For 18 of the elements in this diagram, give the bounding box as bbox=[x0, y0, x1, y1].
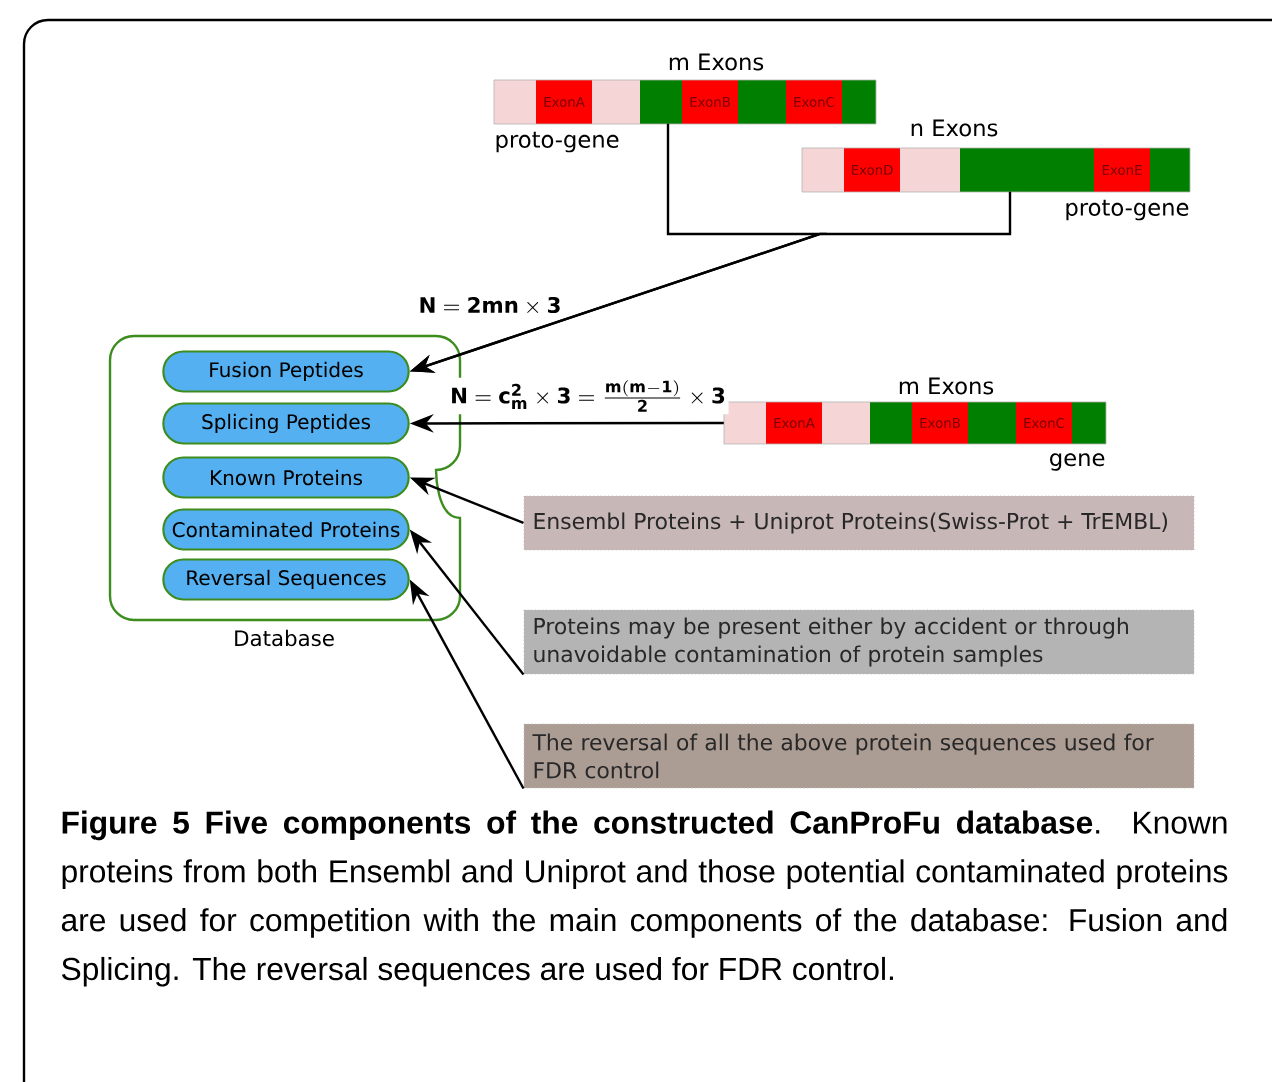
note-box: The reversal of all the above protein sequences used for FDR control bbox=[523, 723, 1195, 789]
component-pill: Splicing Peptides bbox=[162, 402, 410, 445]
gene-label: gene bbox=[1050, 453, 1105, 471]
note-box: Proteins may be present either by accident or through unavoidable contamination of protein samples bbox=[523, 609, 1195, 675]
component-pill: Known Proteins bbox=[162, 456, 410, 499]
component-pill: Reversal Sequences bbox=[162, 558, 410, 601]
gene-label: proto-gene bbox=[1066, 199, 1189, 221]
edge-label: $\mathbf{N = 2mn \times 3}$ bbox=[415, 294, 565, 318]
exon-count-label: m Exons bbox=[669, 53, 764, 71]
component-pill: Fusion Peptides bbox=[162, 350, 410, 393]
exon-count-label: m Exons bbox=[899, 377, 994, 395]
gene-label: proto-gene bbox=[496, 131, 619, 153]
edge-label: $\mathbf{N = c_m^2 \times 3 = \frac{m(m-1)}{2} \times 3}$ bbox=[447, 377, 729, 415]
container-label: Database bbox=[235, 629, 334, 647]
exon-count-label: n Exons bbox=[911, 119, 998, 137]
figure-caption: Figure 5 Five components of the constructed CanProFu database. Known proteins from both Ensembl and Uniprot and those potential contaminated proteins are used for competition with the main components of the database: Fusion and Splicing. The reversal sequences are used for FDR control. bbox=[61, 810, 1228, 987]
note-box: Ensembl Proteins + Uniprot Proteins(Swiss-Prot + TrEMBL) bbox=[523, 495, 1195, 551]
component-pill: Contaminated Proteins bbox=[162, 508, 410, 551]
